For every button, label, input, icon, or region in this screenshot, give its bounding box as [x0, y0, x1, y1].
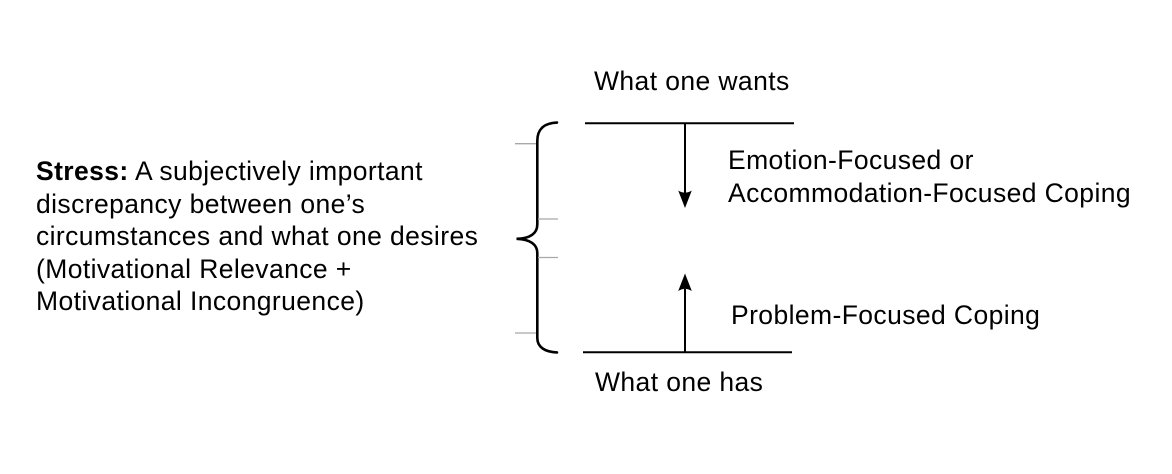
- stress-definition-line-1: Stress: A subjectively important: [36, 155, 478, 188]
- stress-definition-line-5: Motivational Incongruence): [36, 286, 365, 316]
- stress-definition-line-1-text: A subjectively important: [134, 156, 423, 186]
- what-one-has-label: What one has: [595, 367, 764, 397]
- stress-term-label: Stress:: [36, 156, 129, 186]
- what-one-wants-label: What one wants: [594, 66, 790, 96]
- emotion-coping-label-line-1: Emotion-Focused or: [728, 145, 974, 175]
- down-arrow-head-icon: [678, 190, 692, 208]
- up-arrow-head-icon: [678, 273, 692, 291]
- problem-coping-label: Problem-Focused Coping: [731, 300, 1041, 330]
- stress-definition-line-3: circumstances and what one desires: [36, 221, 479, 251]
- stress-definition-line-4: (Motivational Relevance +: [36, 253, 352, 284]
- stress-brace-icon: [516, 121, 559, 354]
- emotion-coping-label: Emotion-Focused or Accommodation-Focused…: [728, 144, 1131, 209]
- emotion-coping-label-line-2: Accommodation-Focused Coping: [728, 177, 1132, 208]
- stress-definition-line-2: discrepancy between one’s: [36, 188, 366, 219]
- stress-definition: Stress: A subjectively important discrep…: [36, 155, 478, 318]
